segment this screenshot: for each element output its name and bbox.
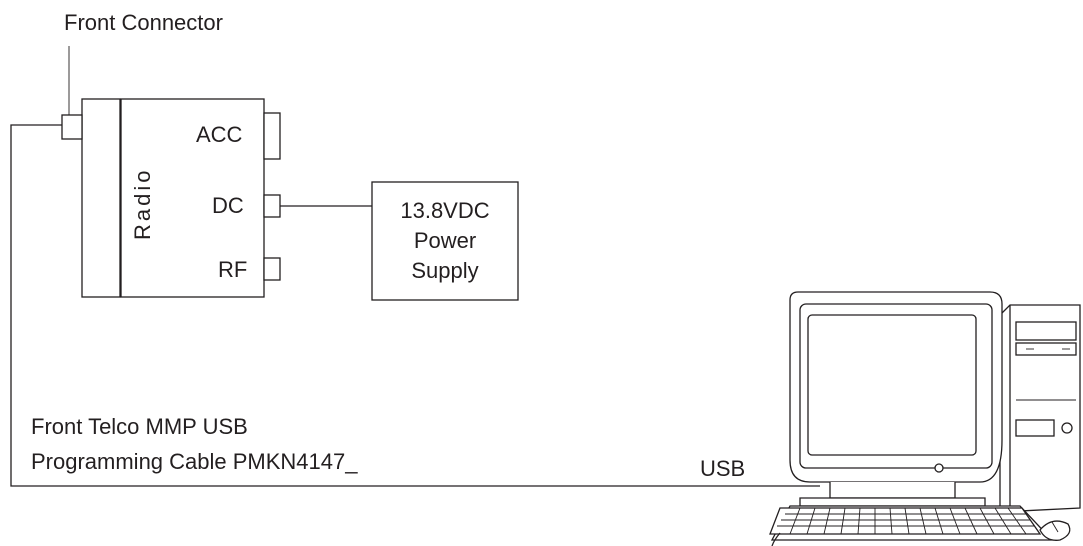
programming-cable xyxy=(10,124,820,487)
dc-label: DC xyxy=(212,193,244,218)
power-supply-label-power: Power xyxy=(414,228,476,253)
power-supply-box xyxy=(371,181,519,301)
cable-label-line2: Programming Cable PMKN4147_ xyxy=(31,449,358,474)
acc-label: ACC xyxy=(196,122,243,147)
power-supply-voltage: 13.8VDC xyxy=(400,198,489,223)
keyboard-icon xyxy=(769,505,1054,546)
monitor-power-button xyxy=(934,463,944,473)
power-supply: 13.8VDC Power Supply xyxy=(371,181,519,301)
radio-front-panel xyxy=(81,98,121,298)
dc-port xyxy=(263,194,281,218)
desktop-computer-icon xyxy=(769,291,1081,546)
rf-label: RF xyxy=(218,257,247,282)
monitor-icon xyxy=(789,291,1003,507)
acc-port xyxy=(263,112,281,160)
power-supply-label-supply: Supply xyxy=(411,258,478,283)
rf-port xyxy=(263,257,281,281)
front-connector-label: Front Connector xyxy=(64,10,223,35)
usb-label: USB xyxy=(700,456,745,481)
tower-icon xyxy=(999,304,1081,513)
cable-label-line1: Front Telco MMP USB xyxy=(31,414,248,439)
front-connector-port xyxy=(61,114,83,140)
mouse-icon xyxy=(1039,520,1071,541)
radio-body xyxy=(120,98,265,298)
radio-unit: Radio ACC DC RF xyxy=(61,98,281,298)
radio-label: Radio xyxy=(130,168,155,240)
